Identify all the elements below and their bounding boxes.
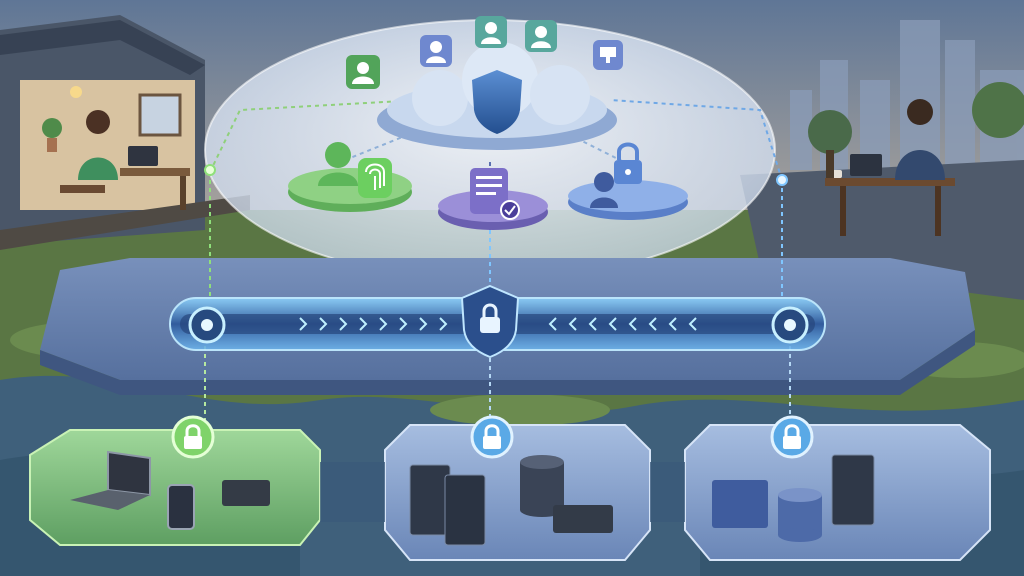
user-badges <box>346 16 623 89</box>
padlock-icon <box>480 303 500 333</box>
padlock-icon <box>770 415 814 459</box>
desk <box>120 168 190 176</box>
server-icon <box>444 474 486 546</box>
identity-disc-purple <box>438 168 548 230</box>
padlock-icon <box>171 415 215 459</box>
user-icon <box>325 142 351 168</box>
server-icon <box>409 464 451 536</box>
shield-icon <box>472 70 522 134</box>
user-icon <box>907 99 933 125</box>
padlock-icon <box>470 415 514 459</box>
tunnel-arrows <box>299 317 697 331</box>
laptop-icon <box>850 154 882 176</box>
database-icon <box>520 455 564 517</box>
router-icon <box>553 505 613 533</box>
vertical-connectors <box>204 172 791 420</box>
identity-disc-blue <box>568 142 688 220</box>
storage-icon <box>712 480 768 528</box>
user-icon <box>86 110 110 134</box>
checklist-icon <box>470 168 508 214</box>
server-icon <box>831 454 875 526</box>
database-icon <box>778 488 822 542</box>
identity-disc-green <box>288 142 412 212</box>
router-icon <box>222 480 270 506</box>
laptop-icon <box>128 146 158 166</box>
user-icon <box>594 172 614 192</box>
home-office-scene <box>0 15 250 250</box>
laptop-icon <box>70 450 151 510</box>
phone-icon <box>167 484 195 530</box>
desk <box>825 178 955 186</box>
